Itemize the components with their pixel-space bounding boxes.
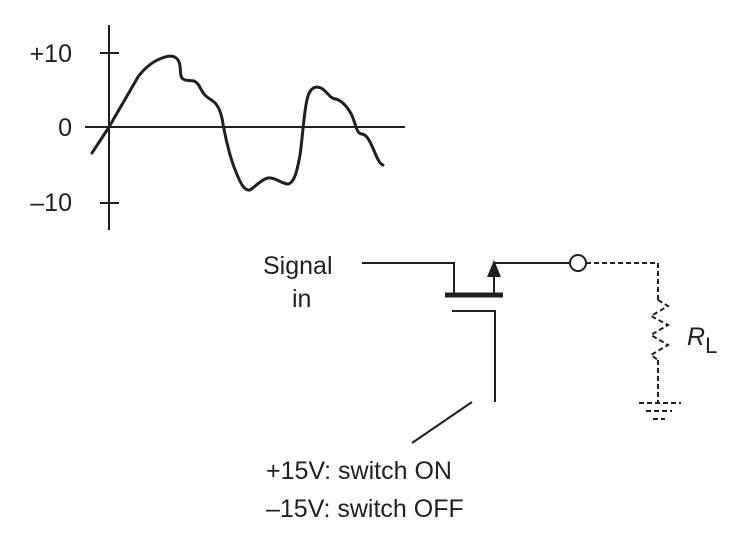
load-wire-dashed [586, 262, 659, 300]
mosfet-switch [362, 260, 570, 444]
gate-plate [452, 310, 496, 402]
signal-in-label-line2: in [292, 285, 311, 313]
signal-waveform [90, 54, 385, 192]
gate-note-on: +15V: switch ON [266, 457, 452, 485]
load-circuit [569, 254, 681, 420]
load-resistor [648, 299, 671, 361]
load-resistor-label: RL [687, 323, 717, 358]
waveform-plot [85, 25, 405, 230]
load-label-sub: L [705, 333, 717, 358]
ground-icon [639, 402, 681, 420]
tick-label-zero: 0 [58, 114, 72, 142]
tick-label-plus10: +10 [30, 40, 72, 68]
source-arrow-icon [487, 260, 501, 277]
output-terminal [569, 254, 587, 272]
gate-note-off: –15V: switch OFF [266, 495, 464, 523]
signal-in-label-line1: Signal [263, 252, 333, 280]
gate-pointer-line [411, 401, 473, 444]
load-label-main: R [687, 323, 705, 351]
signal-input-wire [362, 262, 455, 295]
tick-label-minus10: –10 [30, 189, 72, 217]
